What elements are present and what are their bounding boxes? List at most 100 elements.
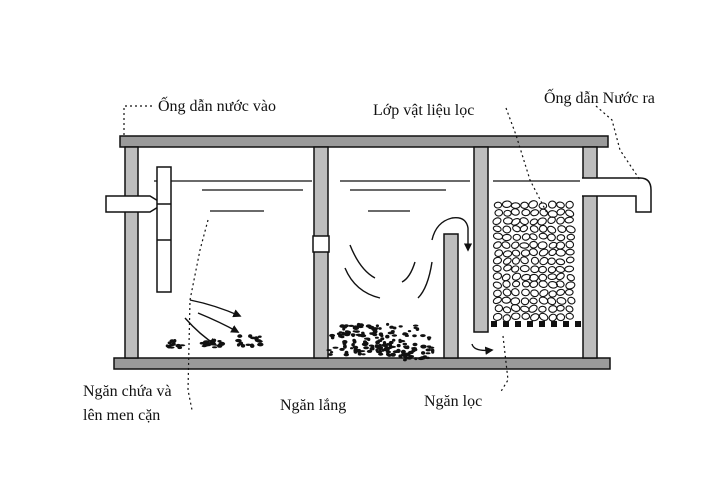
filter-pebble: [520, 305, 530, 313]
filter-pebble: [529, 225, 539, 233]
filter-pebble: [519, 264, 530, 273]
filter-pebble: [548, 313, 558, 322]
filter-pebble: [538, 305, 547, 313]
filter-pebble: [538, 224, 548, 233]
drain-slot: [491, 321, 497, 327]
filter-pebble: [510, 202, 521, 209]
label-inlet-pipe: Ống dẫn nước vào: [158, 96, 276, 115]
filter-pebble: [492, 312, 503, 321]
sediment-particle: [332, 346, 339, 349]
filter-pebble: [510, 312, 521, 320]
label-chamber-storage-line2: lên men cặn: [83, 407, 160, 424]
sediment-particle: [248, 334, 253, 338]
partition-wall-2: [473, 146, 489, 333]
sediment-particle: [425, 352, 431, 355]
sediment-particle: [398, 354, 403, 358]
sediment-particles: [165, 322, 435, 362]
filter-pebble: [565, 281, 576, 290]
filter-pebble: [565, 209, 575, 218]
filter-pebble: [538, 248, 549, 257]
sediment-particle: [402, 342, 408, 346]
sediment-particle: [390, 331, 395, 335]
filter-pebble: [538, 312, 549, 321]
sediment-particle: [386, 346, 392, 350]
sediment-particle: [165, 344, 169, 348]
sediment-particle: [367, 337, 371, 342]
filter-pebble: [519, 217, 529, 226]
filter-drain-slots: [491, 321, 581, 327]
filter-pebble: [528, 248, 538, 257]
sediment-particle: [380, 334, 384, 338]
sediment-particle: [178, 344, 186, 347]
filter-pebble: [510, 297, 521, 306]
sediment-particle: [343, 353, 349, 357]
filter-pebble: [520, 201, 529, 209]
filter-pebble: [494, 209, 504, 217]
sediment-particle: [407, 356, 412, 360]
filter-pebble: [501, 233, 512, 242]
sediment-particle: [378, 348, 382, 351]
sediment-particle: [422, 355, 427, 358]
sediment-particle: [404, 356, 409, 360]
filter-pebble: [537, 217, 547, 226]
sediment-particle: [421, 351, 426, 355]
sediment-particle: [376, 350, 383, 354]
filter-pebble: [510, 288, 520, 297]
sediment-particle: [370, 345, 375, 348]
sediment-particle: [414, 357, 418, 361]
sediment-particle: [403, 345, 408, 348]
filter-pebble: [556, 201, 565, 209]
filter-pebble: [530, 209, 540, 217]
tank-bottom-slab: [113, 357, 611, 370]
filter-pebble: [511, 272, 522, 281]
filter-pebble: [556, 288, 566, 296]
sediment-particle: [391, 334, 398, 337]
filter-pebble: [502, 288, 512, 297]
label-filter-media: Lớp vật liệu lọc: [373, 102, 474, 119]
filter-pebble: [492, 281, 503, 289]
filter-pebble: [511, 265, 520, 273]
sediment-particle: [398, 340, 402, 344]
filter-pebble: [530, 256, 540, 265]
sediment-particle: [256, 340, 263, 343]
sediment-particle: [202, 344, 209, 347]
filter-pebble: [521, 288, 530, 297]
filter-pebble: [538, 273, 548, 282]
sediment-particle: [171, 342, 176, 346]
filter-pebble: [501, 296, 512, 304]
filter-pebble: [492, 256, 503, 265]
filter-pebble: [520, 297, 530, 306]
sediment-particle: [413, 326, 418, 329]
sediment-particle: [351, 343, 355, 347]
sediment-particle: [369, 347, 374, 351]
filter-pebble: [547, 200, 557, 209]
filter-pebble: [503, 209, 512, 217]
sediment-particle: [363, 340, 367, 344]
drain-slot: [575, 321, 581, 327]
filter-pebble: [511, 257, 521, 265]
sediment-particle: [388, 343, 393, 348]
filter-pebble: [511, 249, 521, 257]
label-outlet-pipe: Ống dẫn Nước ra: [544, 88, 655, 107]
sediment-particle: [237, 334, 243, 338]
water-surface-lines: [154, 180, 580, 212]
filter-pebble: [565, 305, 574, 313]
filter-pebble: [520, 249, 531, 257]
sediment-particle: [352, 345, 359, 350]
filter-pebble: [564, 216, 574, 224]
sediment-particle: [375, 324, 379, 328]
filter-pebble: [530, 265, 540, 274]
sediment-particle: [168, 346, 175, 349]
sediment-particle: [353, 349, 358, 354]
filter-pebble: [556, 234, 566, 242]
sediment-particle: [366, 349, 373, 353]
baffle-wall: [443, 233, 459, 359]
filter-pebble: [502, 306, 512, 314]
filter-pebble: [519, 224, 529, 233]
sediment-particle: [329, 351, 334, 354]
sediment-particle: [235, 338, 242, 343]
filter-pebble: [538, 265, 547, 274]
sediment-particle: [338, 331, 343, 334]
sediment-particle: [212, 338, 217, 343]
sediment-particle: [257, 335, 262, 338]
